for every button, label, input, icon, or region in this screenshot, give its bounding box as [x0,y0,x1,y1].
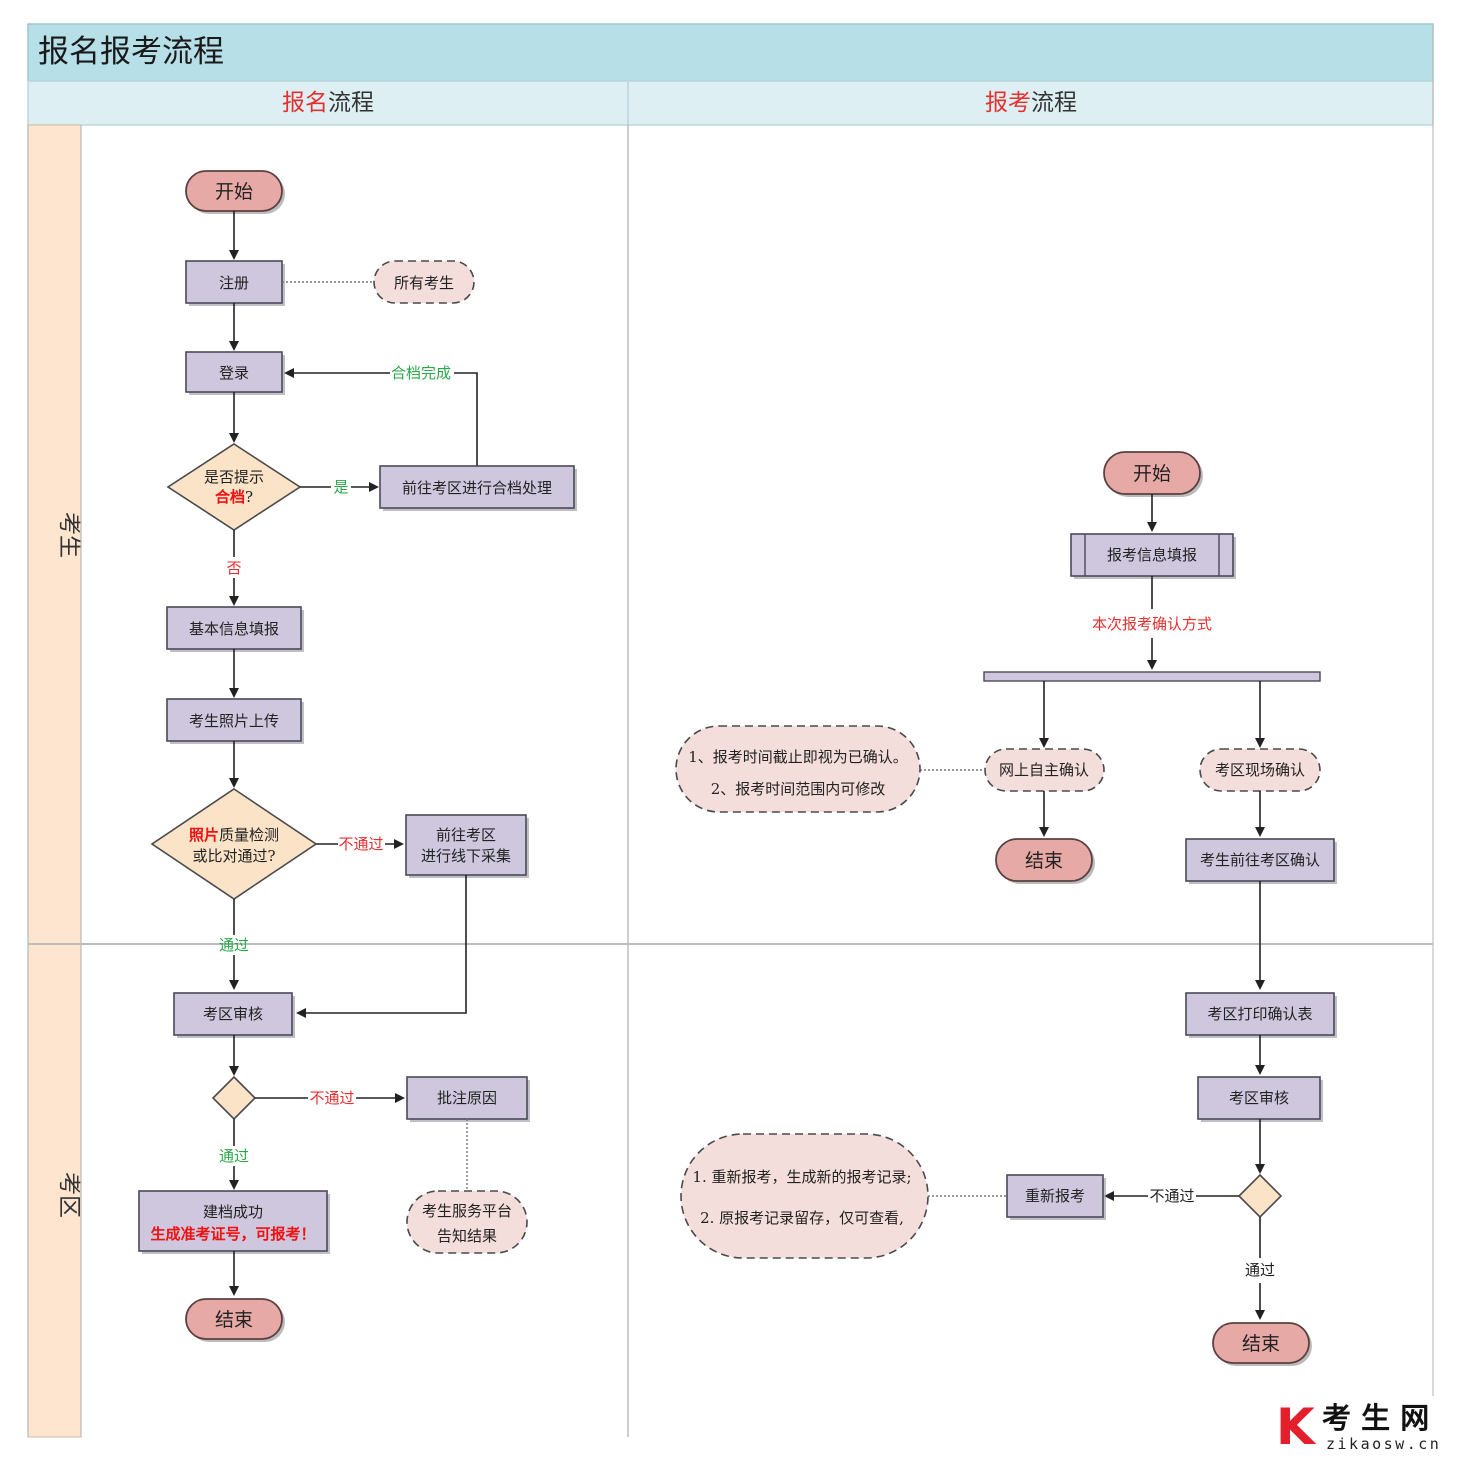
decision2-line1: 照片质量检测 [189,826,279,844]
reapply-note [680,1133,929,1259]
online-note-line1: 1、报考时间截止即视为已确认。 [688,748,908,766]
service-platform-note [406,1190,528,1254]
page-title: 报名报考流程 [38,34,224,70]
title-bar [27,23,1434,82]
annotate-reason-label: 批注原因 [437,1089,497,1107]
lane-label-bar [27,124,82,1438]
reg-end-label: 结束 [215,1309,253,1331]
photo-upload-box [166,698,302,742]
reapply-note-line2: 2. 原报考记录留存，仅可查看, [700,1209,904,1227]
column-header-examination: 报考流程 [985,90,1077,116]
exam-district-review-label: 考区审核 [1229,1089,1289,1107]
all-candidates-note [373,260,475,304]
fork-bar [983,671,1321,682]
reapply-note-line1: 1. 重新报考，生成新的报考记录; [692,1168,911,1186]
print-form-box [1185,992,1335,1036]
pass-label-2: 通过 [219,1147,249,1165]
reg-start-label: 开始 [215,181,253,203]
exam-end-terminal [1212,1322,1310,1364]
exam-fill-info-box [1070,533,1234,577]
merge-prompt-decision [166,443,302,531]
watermark-logo-icon: K [1276,1398,1317,1456]
all-candidates-label: 所有考生 [394,274,454,292]
basic-info-label: 基本信息填报 [189,620,279,638]
decision1-line2: 合档? [214,488,253,506]
watermark-brand: 考 生 网 [1322,1401,1429,1435]
lane-label-candidate: 考生 [56,512,82,558]
lane-label-district: 考区 [56,1172,82,1218]
pass-label-1: 通过 [219,936,249,954]
confirm-method-label: 本次报考确认方式 [1092,615,1212,633]
exam-pass-label: 通过 [1245,1261,1275,1279]
go-merge-label: 前往考区进行合档处理 [402,479,552,497]
annotate-reason-box [406,1076,528,1120]
reapply-label: 重新报考 [1025,1187,1085,1205]
no-label: 否 [226,559,241,577]
column-header-registration: 报名流程 [282,90,374,116]
register-label: 注册 [219,274,249,292]
print-form-label: 考区打印确认表 [1207,1005,1312,1023]
exam-start-label: 开始 [1133,463,1171,485]
login-label: 登录 [219,364,249,382]
exam-not-pass-label: 不通过 [1149,1187,1194,1205]
online-note-line2: 2、报考时间范围内可修改 [711,780,886,798]
service-line1: 考生服务平台 [422,1202,512,1220]
photo-upload-label: 考生照片上传 [189,712,279,730]
watermark: K 考 生 网 zikaosw.cn [1268,1396,1463,1460]
exam-district-review-box [1197,1076,1321,1120]
offline-collect-box [405,814,527,876]
merge-done-label: 合档完成 [391,364,451,382]
exam-review-decision [1237,1173,1283,1219]
reg-review-decision [211,1075,257,1121]
archive-success-box [138,1190,328,1252]
reg-end-terminal [185,1298,283,1340]
basic-info-box [166,606,302,650]
reg-district-review-box [173,992,293,1036]
exam-online-end-terminal [995,838,1093,882]
success-line1: 建档成功 [203,1203,263,1221]
onsite-confirm-label: 考区现场确认 [1215,761,1305,779]
online-note [675,725,921,813]
exam-fill-info-label: 报考信息填报 [1107,546,1197,564]
service-line2: 告知结果 [437,1227,497,1245]
not-pass-label-1: 不通过 [338,835,383,853]
photo-check-decision [150,788,318,900]
online-confirm-label: 网上自主确认 [999,761,1089,779]
column-header-bar [27,80,1434,126]
exam-end-label: 结束 [1242,1333,1280,1355]
yes-label: 是 [333,478,348,496]
offline-line2: 进行线下采集 [421,847,511,865]
watermark-domain: zikaosw.cn [1326,1435,1441,1453]
reapply-box [1006,1174,1104,1218]
offline-line1: 前往考区 [436,826,496,844]
decision2-line2: 或比对通过? [192,847,275,865]
go-merge-box [379,465,575,509]
reg-district-review-label: 考区审核 [203,1005,263,1023]
not-pass-label-2: 不通过 [309,1089,354,1107]
go-district-label: 考生前往考区确认 [1200,851,1320,869]
success-line2: 生成准考证号，可报考！ [150,1225,315,1243]
exam-online-end-label: 结束 [1025,850,1063,872]
decision1-line1: 是否提示 [204,468,264,486]
